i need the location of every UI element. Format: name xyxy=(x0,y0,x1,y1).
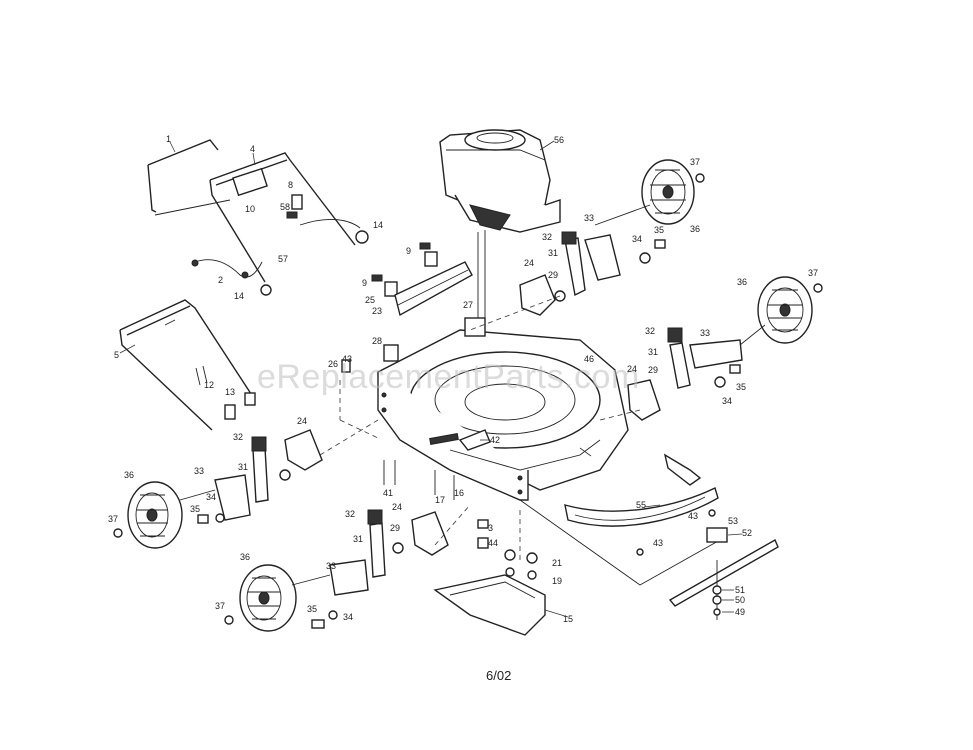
callout-label: 9 xyxy=(406,246,411,256)
callout-label: 31 xyxy=(238,462,248,472)
callout-label: 34 xyxy=(343,612,353,622)
callout-label: 49 xyxy=(735,607,745,617)
callout-label: 35 xyxy=(736,382,746,392)
handle-lower xyxy=(119,299,256,431)
callout-label: 37 xyxy=(108,514,118,524)
callout-label: 31 xyxy=(548,248,558,258)
callout-label: 43 xyxy=(653,538,663,548)
callout-label: 32 xyxy=(542,232,552,242)
callout-label: 29 xyxy=(390,523,400,533)
callout-label: 27 xyxy=(463,300,473,310)
leader-lines xyxy=(119,140,743,618)
callout-label: 9 xyxy=(362,278,367,288)
callout-label: 36 xyxy=(240,552,250,562)
callout-label: 46 xyxy=(584,354,594,364)
callout-label: 33 xyxy=(700,328,710,338)
callout-label: 41 xyxy=(383,488,393,498)
callout-label: 8 xyxy=(288,180,293,190)
callout-label: 32 xyxy=(645,326,655,336)
callout-label: 51 xyxy=(735,585,745,595)
callout-label: 26 xyxy=(328,359,338,369)
callout-label: 43 xyxy=(342,354,352,364)
wheel-front-right xyxy=(641,159,695,225)
handle-upper xyxy=(209,152,356,283)
adjuster-plate xyxy=(284,274,661,556)
callout-label: 28 xyxy=(372,336,382,346)
callout-label: 14 xyxy=(373,220,383,230)
callout-label: 23 xyxy=(372,306,382,316)
callout-label: 33 xyxy=(326,561,336,571)
callout-label: 35 xyxy=(307,604,317,614)
callout-label: 24 xyxy=(524,258,534,268)
callout-label: 31 xyxy=(353,534,363,544)
callout-label: 43 xyxy=(688,511,698,521)
callout-label: 36 xyxy=(124,470,134,480)
callout-label: 57 xyxy=(278,254,288,264)
callout-label: 34 xyxy=(206,492,216,502)
callout-label: 37 xyxy=(215,601,225,611)
callout-label: 24 xyxy=(627,364,637,374)
hardware-small xyxy=(164,194,473,420)
callout-label: 32 xyxy=(345,509,355,519)
assembly-lines xyxy=(319,295,641,560)
callout-label: 2 xyxy=(218,275,223,285)
wheel-rear-right xyxy=(757,276,813,344)
callout-label: 13 xyxy=(225,387,235,397)
callout-label: 35 xyxy=(190,504,200,514)
rear-deflector xyxy=(519,453,721,586)
wheel-rear-left xyxy=(239,564,297,632)
callout-label: 25 xyxy=(365,295,375,305)
wheel-front-left xyxy=(127,481,183,549)
callout-label: 58 xyxy=(280,202,290,212)
callout-label: 4 xyxy=(250,144,255,154)
callout-label: 34 xyxy=(632,234,642,244)
mower-deck xyxy=(377,317,629,501)
callout-label: 53 xyxy=(728,516,738,526)
callout-label: 31 xyxy=(648,347,658,357)
callout-label: 3 xyxy=(488,523,493,533)
callout-label: 36 xyxy=(737,277,747,287)
callout-label: 10 xyxy=(245,204,255,214)
discharge-chute xyxy=(433,574,546,636)
callout-label: 14 xyxy=(234,291,244,301)
callout-label: 55 xyxy=(636,500,646,510)
control-bail xyxy=(147,139,231,216)
callout-label: 16 xyxy=(454,488,464,498)
engine xyxy=(439,129,561,330)
callout-label: 32 xyxy=(233,432,243,442)
callout-label: 24 xyxy=(297,416,307,426)
height-adjuster xyxy=(214,231,743,596)
callout-label: 34 xyxy=(722,396,732,406)
callout-label: 24 xyxy=(392,502,402,512)
control-cable xyxy=(191,219,361,279)
callout-label: 33 xyxy=(584,213,594,223)
callout-label: 29 xyxy=(648,365,658,375)
callout-label: 50 xyxy=(735,595,745,605)
watermark-text: eReplacementParts.com xyxy=(257,358,640,396)
callout-label: 1 xyxy=(166,134,171,144)
callout-label: 29 xyxy=(548,270,558,280)
callout-labels: 1 4 5 8 58 10 14 57 2 14 9 9 25 23 12 13… xyxy=(108,134,818,624)
callout-label: 5 xyxy=(114,350,119,360)
callout-label: 52 xyxy=(742,528,752,538)
callout-label: 12 xyxy=(204,380,214,390)
callout-label: 15 xyxy=(563,614,573,624)
callout-label: 37 xyxy=(690,157,700,167)
callout-label: 21 xyxy=(552,558,562,568)
date-code: 6/02 xyxy=(486,668,512,683)
callout-label: 19 xyxy=(552,576,562,586)
callout-label: 56 xyxy=(554,135,564,145)
callout-label: 36 xyxy=(690,224,700,234)
callout-label: 35 xyxy=(654,225,664,235)
mower-blade xyxy=(668,527,779,620)
callout-label: 33 xyxy=(194,466,204,476)
axle-hardware xyxy=(113,173,823,629)
callout-label: 17 xyxy=(435,495,445,505)
callout-label: 44 xyxy=(488,538,498,548)
callout-label: 42 xyxy=(490,435,500,445)
callout-label: 37 xyxy=(808,268,818,278)
